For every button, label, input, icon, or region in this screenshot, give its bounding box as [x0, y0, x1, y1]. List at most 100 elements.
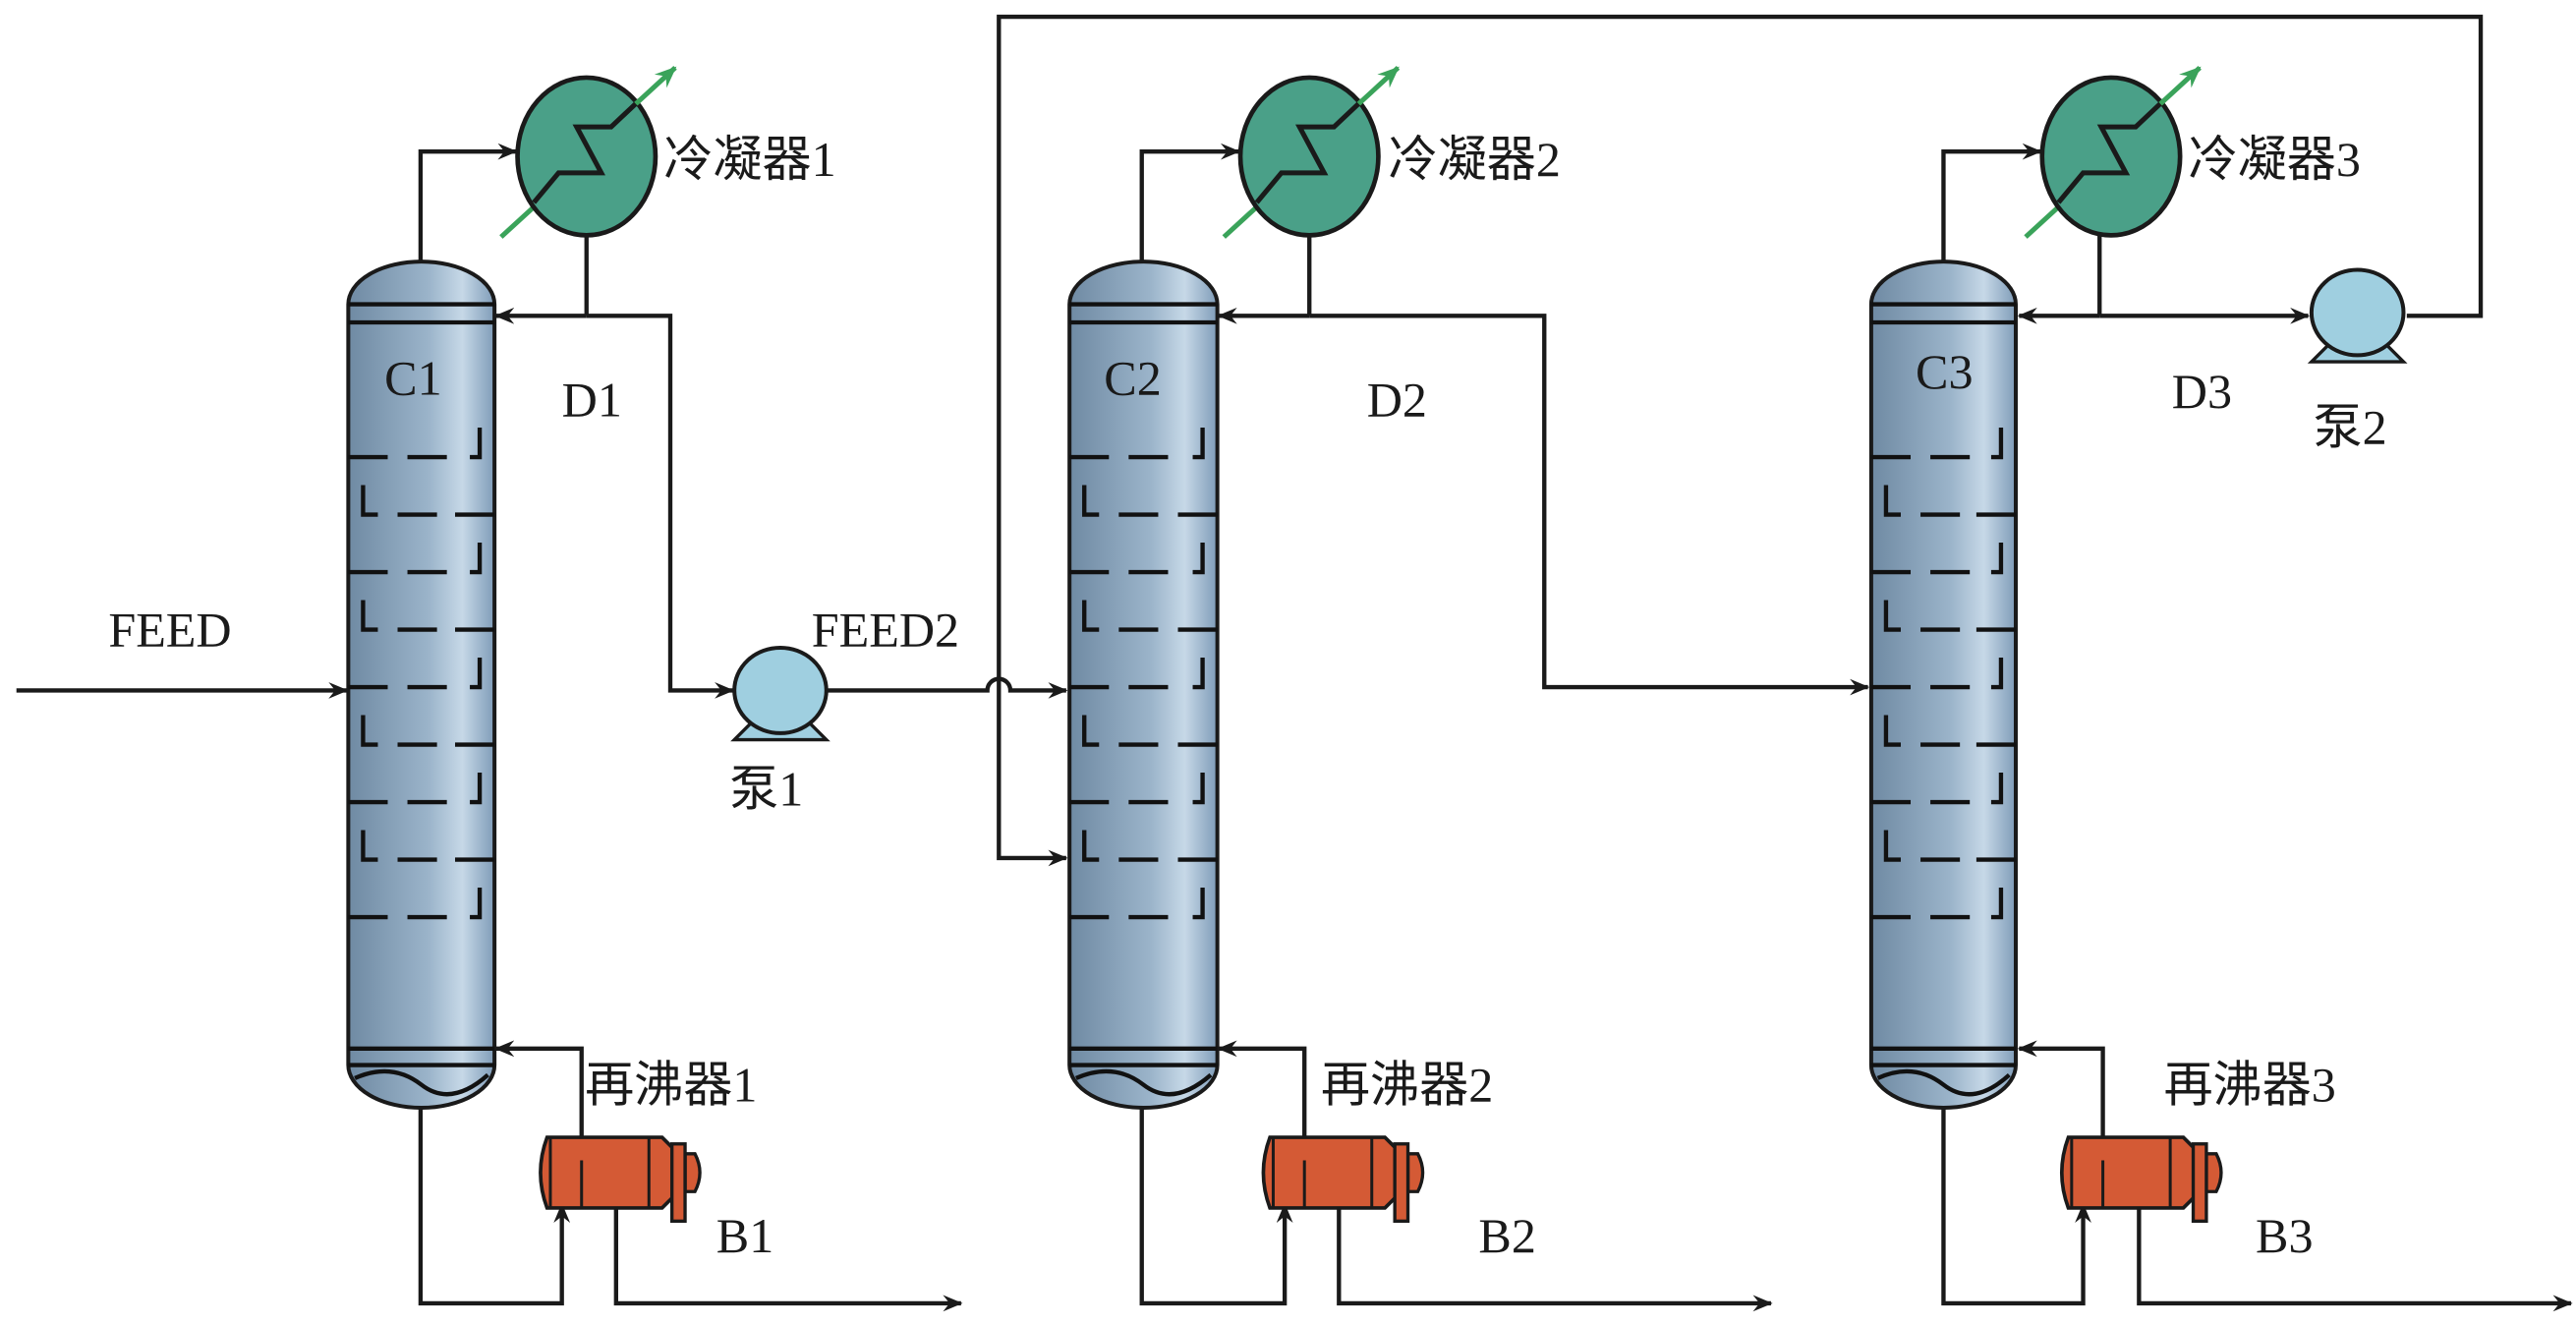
tray: [361, 715, 495, 747]
tray: [1082, 485, 1218, 517]
distillate-label-d1: D1: [562, 372, 622, 427]
reboiler-head: [683, 1152, 702, 1193]
tray: [1069, 542, 1205, 575]
reboiler2-vapor-line: [1217, 1040, 1307, 1138]
tray: [1883, 600, 2016, 632]
c2-overhead-line: [1139, 143, 1241, 263]
recycle-line: [997, 14, 2484, 867]
heat-exchange-coil-icon: [2056, 98, 2166, 204]
tray: [348, 888, 483, 920]
b3-line: [2137, 1207, 2573, 1312]
c2-bottom-line: [1139, 1106, 1293, 1306]
tray: [1069, 888, 1205, 920]
pump-1: [730, 645, 830, 742]
reboiler-shell: [1261, 1135, 1403, 1210]
reboiler3-vapor-line: [2017, 1040, 2105, 1138]
condensers: [499, 66, 2202, 239]
reboiler-2: [1261, 1135, 1425, 1224]
b1-line: [613, 1207, 963, 1312]
reboiler-flange: [1393, 1142, 1410, 1224]
liquid-level: [354, 1068, 489, 1097]
c3-bottom-line: [1941, 1106, 2091, 1306]
condenser-label-3: 冷凝器3: [2189, 132, 2361, 187]
pump-2: [2307, 267, 2408, 364]
c1-overhead-line: [418, 143, 518, 263]
pump-label-1: 泵1: [729, 761, 803, 816]
distillate-label-d2: D2: [1367, 372, 1427, 427]
reboiler-label-3: 再沸器3: [2163, 1057, 2335, 1112]
tray: [348, 542, 483, 575]
condenser-3: [2024, 66, 2202, 239]
coolant-out-arrow-icon: [1356, 66, 1401, 106]
bottoms-label-b3: B3: [2256, 1208, 2313, 1263]
coolant-out-arrow-icon: [634, 66, 677, 106]
condenser-label-2: 冷凝器2: [1388, 132, 1560, 187]
columns: [346, 259, 2019, 1110]
tray: [1082, 600, 1218, 632]
pumps: [730, 267, 2408, 742]
pump-icon: [2309, 267, 2406, 358]
tray: [1082, 715, 1218, 747]
feed-label: FEED: [108, 602, 231, 657]
liquid-level: [1075, 1068, 1213, 1097]
tray: [1883, 715, 2016, 747]
c3-overhead-line: [1941, 143, 2042, 263]
tray: [1883, 830, 2016, 862]
reboiler-flange: [669, 1142, 687, 1224]
reboiler-shell: [2060, 1135, 2203, 1210]
column-label-c3: C3: [1916, 344, 1974, 399]
tray: [1870, 542, 2004, 575]
c1-bottom-line: [418, 1106, 571, 1306]
reboiler-3: [2060, 1135, 2223, 1224]
column-c3: [1868, 259, 2019, 1110]
column-label-c1: C1: [384, 351, 442, 406]
tray: [348, 657, 483, 690]
pump-icon: [732, 645, 829, 735]
reboiler1-vapor-line: [494, 1040, 584, 1138]
reboiler-head: [2204, 1152, 2223, 1193]
tray: [361, 485, 495, 517]
coolant-out-arrow-icon: [2158, 66, 2202, 106]
reboiler-flange: [2191, 1142, 2208, 1224]
tray: [348, 427, 483, 460]
tray: [1870, 427, 2004, 460]
condenser-label-1: 冷凝器1: [663, 132, 835, 187]
d2-line: [1309, 314, 1870, 696]
tray: [1069, 427, 1205, 460]
column-c1: [346, 259, 497, 1110]
reboiler-label-2: 再沸器2: [1321, 1057, 1493, 1112]
column-label-c2: C2: [1104, 351, 1162, 406]
distillate-label-d3: D3: [2172, 364, 2232, 419]
bottoms-label-b1: B1: [716, 1208, 774, 1263]
tray: [1883, 485, 2016, 517]
tray: [1069, 772, 1205, 805]
feed2-line: [826, 676, 1068, 699]
bottoms-label-b2: B2: [1478, 1208, 1536, 1263]
labels: FEED FEED2 C1 C2 C3 D1 D2 D3 冷凝器1 冷凝器2 冷…: [108, 132, 2386, 1263]
tray: [361, 830, 495, 862]
reboiler-head: [1405, 1152, 1425, 1193]
liquid-level: [1876, 1068, 2011, 1097]
feed2-label: FEED2: [812, 602, 959, 657]
heat-exchange-coil-icon: [532, 98, 641, 204]
tray: [1870, 888, 2004, 920]
tray: [1069, 657, 1205, 690]
condenser-2: [1222, 66, 1401, 239]
tray: [1870, 657, 2004, 690]
heat-exchange-coil-icon: [1254, 98, 1364, 204]
reboiler-shell: [539, 1135, 681, 1210]
tray: [361, 600, 495, 632]
tray: [348, 772, 483, 805]
reboiler-label-1: 再沸器1: [585, 1057, 757, 1112]
reboiler-1: [539, 1135, 702, 1224]
b2-line: [1337, 1207, 1773, 1312]
tray: [1082, 830, 1218, 862]
column-c2: [1067, 259, 1220, 1110]
tray: [1870, 772, 2004, 805]
condenser-1: [499, 66, 677, 239]
d1-line: [586, 314, 735, 699]
pipes: [16, 14, 2573, 1312]
reboilers: [539, 1135, 2223, 1224]
pump-label-2: 泵2: [2314, 400, 2387, 455]
